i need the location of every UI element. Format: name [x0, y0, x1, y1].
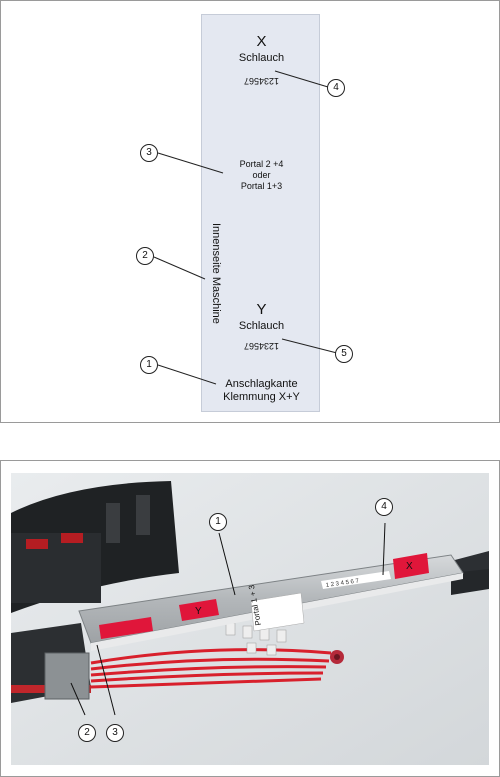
- plate-y-text: Y: [195, 606, 202, 617]
- leader-line-3: [158, 153, 223, 173]
- photo-callout-3: 3: [106, 724, 124, 742]
- photo-panel: Y Portal 1 + 3 1 2 3 4 5 6 7 X 1 4 2 3: [0, 460, 500, 777]
- photo-callout-1: 1: [209, 513, 227, 531]
- stop-block: [45, 653, 89, 699]
- photo-callout-4: 4: [375, 498, 393, 516]
- leader-lines: [1, 1, 500, 424]
- leader-line-4: [275, 71, 328, 87]
- callout-3: 3: [140, 144, 158, 162]
- callout-5: 5: [335, 345, 353, 363]
- leader-line-1: [158, 365, 216, 384]
- callout-2: 2: [136, 247, 154, 265]
- red-connector: [330, 650, 344, 664]
- photo-callout-2: 2: [78, 724, 96, 742]
- callout-4: 4: [327, 79, 345, 97]
- installation-photo: Y Portal 1 + 3 1 2 3 4 5 6 7 X: [11, 473, 489, 765]
- callout-1: 1: [140, 356, 158, 374]
- plate-x-text: X: [406, 561, 413, 572]
- sticker-diagram-panel: X Schlauch 1234567 Portal 2 +4 oder Port…: [0, 0, 500, 423]
- leader-line-5: [282, 339, 337, 353]
- leader-line-2: [154, 257, 205, 279]
